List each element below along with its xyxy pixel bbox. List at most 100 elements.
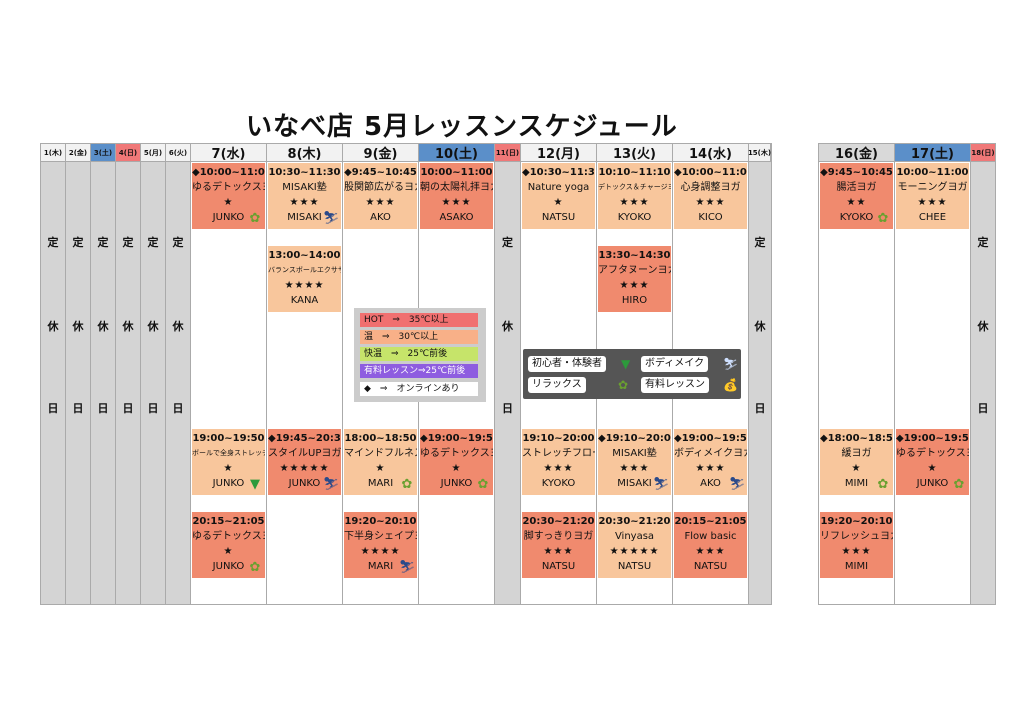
beginner-mark-icon: ▼: [621, 357, 631, 371]
lesson-card[interactable]: 10:00~11:00 朝の太陽礼拝ヨガ ★★★ ASAKO: [420, 163, 493, 229]
lesson-stars: ★: [851, 463, 862, 474]
lesson-card[interactable]: 10:30~11:30 MISAKI塾 ★★★ MISAKI ⛷: [268, 163, 341, 229]
lesson-stars: ★★★: [695, 197, 726, 208]
lesson-instructor: KYOKO: [541, 478, 576, 489]
lesson-name: Flow basic: [684, 531, 737, 542]
lesson-card[interactable]: ◆10:00~11:00 ゆるデトックスヨガ ★ JUNKO ✿: [192, 163, 265, 229]
lesson-time: ◆19:00~19:50: [896, 433, 969, 444]
lesson-name: 心身調整ヨガ: [680, 182, 741, 193]
lesson-name: ボールで全身ストレッチ: [192, 449, 265, 457]
lesson-instructor: NATSU: [541, 561, 576, 572]
lesson-card[interactable]: ◆19:00~19:50 ゆるデトックスヨガ ★ JUNKO ✿: [896, 429, 969, 495]
lesson-type-legend: 初心者・体験者 ▼ ボディメイク ⛷ リラックス ✿ 有料レッスン 💰: [523, 349, 741, 399]
lesson-name: MISAKI塾: [282, 182, 327, 193]
lesson-instructor: KANA: [290, 295, 319, 306]
lesson-card[interactable]: 20:30~21:20 Vinyasa ★★★★★ NATSU: [598, 512, 671, 578]
lesson-instructor: JUNKO: [212, 212, 245, 223]
lesson-stars: ★★★: [619, 280, 650, 291]
day-column-15: 15(木) 定 休 日: [748, 144, 771, 604]
legend-online: ◆ ⇒ オンラインあり: [360, 382, 478, 396]
lesson-card[interactable]: 20:15~21:05 ゆるデトックスヨガ ★ JUNKO ✿: [192, 512, 265, 578]
bodymake-icon: ⛷: [323, 477, 340, 492]
lesson-time: 19:10~20:00: [522, 433, 595, 444]
day-header: 6(火): [166, 144, 191, 162]
lesson-time: 18:00~18:50: [344, 433, 417, 444]
page-title: いなべ店 5月レッスンスケジュール: [246, 112, 678, 142]
lesson-card[interactable]: 18:00~18:50 マインドフルネスヨガ ★ MARI ✿: [344, 429, 417, 495]
lesson-card[interactable]: ◆19:00~19:50 ボディメイクヨガ ★★★ AKO ⛷: [674, 429, 747, 495]
lesson-card[interactable]: 19:10~20:00 ストレッチフローヨガ ★★★ KYOKO: [522, 429, 595, 495]
lesson-card[interactable]: ◆10:00~11:00 心身調整ヨガ ★★★ KICO: [674, 163, 747, 229]
lesson-card[interactable]: ◆19:00~19:50 ゆるデトックスヨガ ★ JUNKO ✿: [420, 429, 493, 495]
lesson-name: MISAKI塾: [612, 448, 657, 459]
lesson-card[interactable]: 20:30~21:20 脚すっきりヨガ ★★★ NATSU: [522, 512, 595, 578]
bodymake-icon: ⛷: [723, 357, 739, 371]
day-column-2: 2(金) 定 休 日: [66, 144, 91, 604]
money-bag-icon: 💰: [723, 378, 738, 392]
lesson-instructor: JUNKO: [916, 478, 949, 489]
lesson-time: 20:30~21:20: [598, 516, 671, 527]
legend-paid-lesson: 有料レッスン: [641, 377, 709, 393]
lesson-card[interactable]: 10:10~11:10 デトックス＆チャージヨガ ★★★ KYOKO: [598, 163, 671, 229]
lesson-time: ◆9:45~10:45: [820, 167, 893, 178]
lesson-stars: ★: [375, 463, 386, 474]
day-header: 14(水): [673, 144, 749, 162]
day-column-16: 16(金) ◆9:45~10:45 腸活ヨガ ★★ KYOKO ✿ ◆18:00…: [819, 144, 895, 604]
lesson-instructor: MIMI: [844, 478, 869, 489]
leaf-icon: ✿: [401, 477, 413, 492]
lesson-card[interactable]: ◆18:00~18:50 緩ヨガ ★ MIMI ✿: [820, 429, 893, 495]
day-header: 7(水): [191, 144, 267, 162]
lesson-time: 20:15~21:05: [192, 516, 265, 527]
bodymake-icon: ⛷: [399, 560, 416, 575]
lesson-instructor: ASAKO: [439, 212, 474, 223]
lesson-stars: ★★★: [619, 197, 650, 208]
legend-hot: HOT ⇒ 35℃以上: [360, 313, 478, 327]
lesson-card[interactable]: 13:00~14:00 バランスボールエクササイズ ★★★★ KANA: [268, 246, 341, 312]
lesson-time: ◆19:00~19:50: [674, 433, 747, 444]
lesson-time: 10:00~11:00: [420, 167, 493, 178]
day-header: 12(月): [521, 144, 597, 162]
lesson-card[interactable]: 19:20~20:10 リフレッシュヨガ ★★★ MIMI: [820, 512, 893, 578]
lesson-card[interactable]: ◆9:45~10:45 股関節広がるヨガ ★★★ AKO: [344, 163, 417, 229]
lesson-card[interactable]: ◆19:45~20:35 スタイルUPヨガ ★★★★★ JUNKO ⛷: [268, 429, 341, 495]
lesson-card[interactable]: 10:00~11:00 モーニングヨガ ★★★ CHEE: [896, 163, 969, 229]
lesson-name: ボディメイクヨガ: [674, 448, 747, 459]
lesson-name: 緩ヨガ: [841, 448, 872, 459]
lesson-stars: ★★★: [543, 546, 574, 557]
bodymake-icon: ⛷: [729, 477, 746, 492]
closed-day: 定 休 日: [41, 162, 66, 604]
bodymake-icon: ⛷: [323, 211, 340, 226]
day-header: 17(土): [895, 144, 971, 162]
lesson-name: モーニングヨガ: [897, 182, 968, 193]
day-column-18: 18(日) 定 休 日: [971, 144, 995, 604]
lesson-name: 股関節広がるヨガ: [344, 182, 417, 193]
lesson-name: ゆるデトックスヨガ: [896, 448, 969, 459]
day-header: 11(日): [495, 144, 521, 162]
lesson-stars: ★★★: [543, 463, 574, 474]
lesson-instructor: NATSU: [693, 561, 728, 572]
lesson-time: 10:30~11:30: [268, 167, 341, 178]
legend-beginner: 初心者・体験者: [528, 356, 606, 372]
day-header: 16(金): [819, 144, 895, 162]
lesson-card[interactable]: 19:20~20:10 下半身シェイプヨガ ★★★★ MARI ⛷: [344, 512, 417, 578]
lesson-instructor: CHEE: [918, 212, 947, 223]
lesson-card[interactable]: 13:30~14:30 アフタヌーンヨガ ★★★ HIRO: [598, 246, 671, 312]
schedule-grid-main: 1(木) 定 休 日 2(金) 定 休 日 3(土) 定 休 日 4(日) 定 …: [40, 143, 772, 605]
day-header: 13(火): [597, 144, 673, 162]
lesson-time: ◆19:45~20:35: [268, 433, 341, 444]
lesson-instructor: HIRO: [621, 295, 648, 306]
lesson-time: 19:00~19:50: [192, 433, 265, 444]
lesson-card[interactable]: ◆9:45~10:45 腸活ヨガ ★★ KYOKO ✿: [820, 163, 893, 229]
lesson-stars: ★★: [846, 197, 867, 208]
day-column-11: 11(日) 定 休 日: [495, 144, 521, 604]
day-header: 1(木): [41, 144, 66, 162]
lesson-card[interactable]: 19:00~19:50 ボールで全身ストレッチ ★ JUNKO ▼: [192, 429, 265, 495]
day-column-7: 7(水) ◆10:00~11:00 ゆるデトックスヨガ ★ JUNKO ✿ 19…: [191, 144, 267, 604]
lesson-card[interactable]: 20:15~21:05 Flow basic ★★★ NATSU: [674, 512, 747, 578]
closed-day: 定 休 日: [495, 162, 521, 604]
lesson-card[interactable]: ◆10:30~11:30 Nature yoga ★ NATSU: [522, 163, 595, 229]
closed-day: 定 休 日: [166, 162, 191, 604]
lesson-name: 下半身シェイプヨガ: [344, 531, 417, 542]
lesson-card[interactable]: ◆19:10~20:00 MISAKI塾 ★★★ MISAKI ⛷: [598, 429, 671, 495]
lesson-stars: ★★★: [917, 197, 948, 208]
